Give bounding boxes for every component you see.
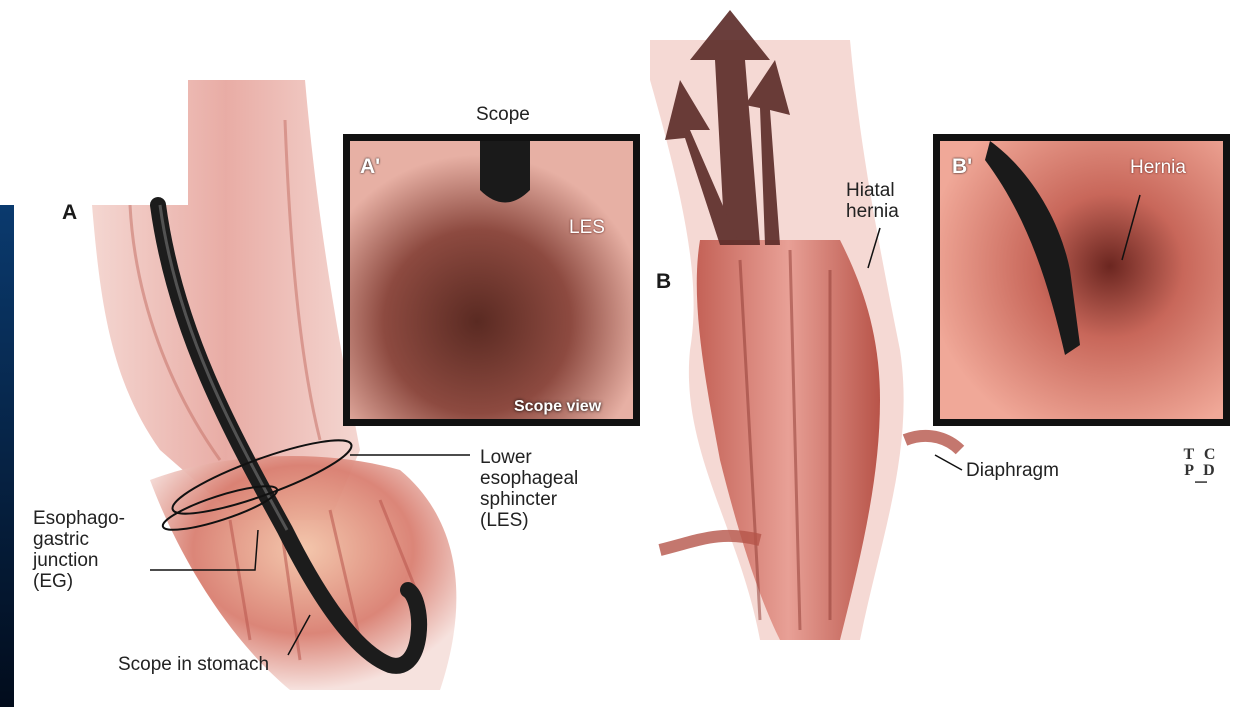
les-label-line-4: (LES) [480,510,578,531]
inset-b-prime-tag: B' [952,155,972,179]
eg-label-line-2: gastric [33,529,125,550]
les-label-line-3: sphincter [480,489,578,510]
inset-les-label: LES [569,217,605,239]
hiatal-hernia-sac [697,240,880,640]
publisher-logo: T C P D ▬▬ [1183,447,1219,486]
hiatal-hernia-label: Hiatal hernia [846,180,899,222]
eg-label: Esophago- gastric junction (EG) [33,508,125,592]
les-label-line-1: Lower [480,447,578,468]
scope-in-stomach-label: Scope in stomach [118,654,269,675]
inset-a-prime-tag: A' [360,155,380,179]
hiatal-hernia-line-2: hernia [846,201,899,222]
scope-view-caption: Scope view [514,398,601,416]
diaphragm-label: Diaphragm [966,460,1059,481]
les-label-line-2: esophageal [480,468,578,489]
side-strip [0,205,14,707]
scope-label: Scope [476,104,530,125]
les-label: Lower esophageal sphincter (LES) [480,447,578,531]
panel-a-letter: A [62,201,77,225]
eg-label-line-1: Esophago- [33,508,125,529]
eg-label-line-3: junction [33,550,125,571]
hiatal-hernia-line-1: Hiatal [846,180,899,201]
inset-hernia-label: Hernia [1130,157,1186,179]
eg-label-line-4: (EG) [33,571,125,592]
panel-b-letter: B [656,270,671,294]
